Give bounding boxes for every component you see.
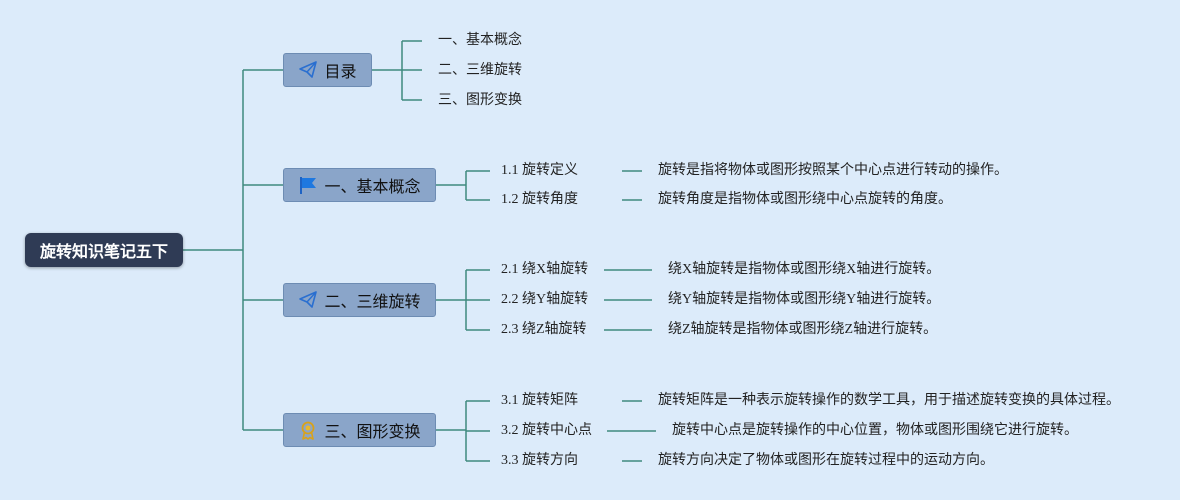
branch-label: 目录 (324, 62, 357, 81)
topic-description: 绕Y轴旋转是指物体或图形绕Y轴进行旋转。 (668, 292, 941, 307)
topic-description: 旋转角度是指物体或图形绕中心点旋转的角度。 (658, 192, 952, 207)
topic-title[interactable]: 3.1 旋转矩阵 (501, 393, 578, 408)
topic-description: 绕Z轴旋转是指物体或图形绕Z轴进行旋转。 (668, 322, 938, 337)
topic-title[interactable]: 2.3 绕Z轴旋转 (501, 322, 587, 337)
branch-label: 三、图形变换 (324, 422, 421, 441)
flag-icon (298, 175, 318, 195)
topic-title[interactable]: 2.1 绕X轴旋转 (501, 262, 589, 277)
topic-title[interactable]: 1.1 旋转定义 (501, 163, 578, 178)
root-label: 旋转知识笔记五下 (39, 242, 168, 261)
branch-section-1[interactable]: 一、基本概念 (283, 168, 436, 202)
toc-item[interactable]: 一、基本概念 (438, 33, 522, 48)
branch-label: 一、基本概念 (324, 177, 421, 196)
branch-label: 二、三维旋转 (324, 292, 421, 311)
branch-section-3[interactable]: 三、图形变换 (283, 413, 436, 447)
topic-description: 旋转矩阵是一种表示旋转操作的数学工具，用于描述旋转变换的具体过程。 (658, 393, 1120, 408)
topic-description: 旋转是指将物体或图形按照某个中心点进行转动的操作。 (658, 163, 1008, 178)
paper-plane-icon (298, 290, 318, 310)
paper-plane-icon (298, 60, 318, 80)
branch-section-2[interactable]: 二、三维旋转 (283, 283, 436, 317)
topic-title[interactable]: 1.2 旋转角度 (501, 192, 578, 207)
root-node[interactable]: 旋转知识笔记五下 (25, 233, 183, 267)
topic-description: 旋转中心点是旋转操作的中心位置，物体或图形围绕它进行旋转。 (672, 423, 1078, 438)
toc-item[interactable]: 二、三维旋转 (438, 63, 522, 78)
topic-description: 绕X轴旋转是指物体或图形绕X轴进行旋转。 (668, 262, 941, 277)
award-ribbon-icon (298, 420, 318, 440)
topic-title[interactable]: 2.2 绕Y轴旋转 (501, 292, 589, 307)
topic-title[interactable]: 3.2 旋转中心点 (501, 423, 592, 438)
toc-item[interactable]: 三、图形变换 (438, 93, 522, 108)
topic-title[interactable]: 3.3 旋转方向 (501, 453, 578, 468)
topic-description: 旋转方向决定了物体或图形在旋转过程中的运动方向。 (658, 453, 994, 468)
branch-toc[interactable]: 目录 (283, 53, 372, 87)
